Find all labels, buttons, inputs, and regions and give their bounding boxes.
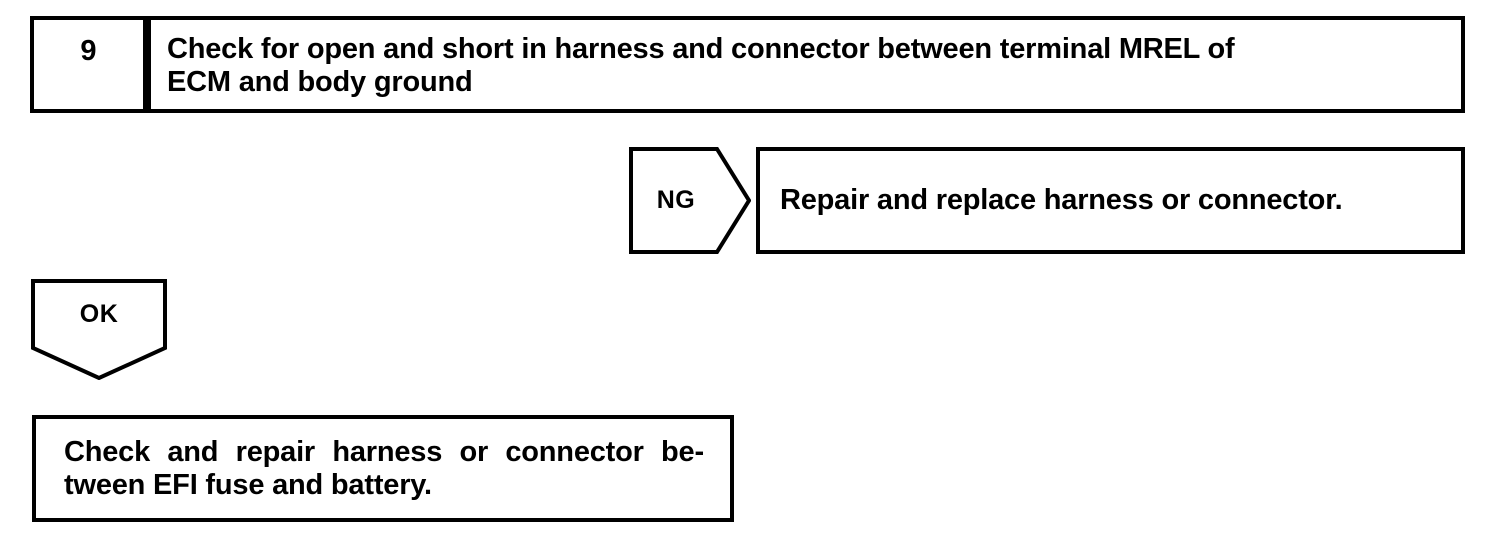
ng-branch-arrow: NG	[629, 147, 751, 254]
step-number-cell: 9	[30, 16, 147, 113]
ok-result-word: Check	[64, 435, 151, 468]
ok-result-box: Check and repair harness or connector be…	[32, 415, 734, 522]
step-number: 9	[80, 35, 97, 67]
ok-result-word: or	[459, 435, 489, 468]
ok-result-word: harness	[332, 435, 443, 468]
ok-result-line-2: tween EFI fuse and battery.	[64, 468, 432, 501]
ok-branch-arrow: OK	[31, 279, 167, 380]
step-instruction-cell: Check for open and short in harness and …	[147, 16, 1465, 113]
ok-branch-label: OK	[79, 299, 119, 328]
ng-branch-label: NG	[656, 186, 696, 214]
ok-result-line-1: Check and repair harness or connector be…	[64, 436, 704, 469]
ok-result-word: be-	[661, 435, 704, 468]
ok-result-word: and	[167, 435, 219, 468]
ok-result-text: Check and repair harness or connector be…	[64, 436, 704, 502]
ng-result-box: Repair and replace harness or connector.	[756, 147, 1465, 254]
ng-result-text: Repair and replace harness or connector.	[780, 184, 1343, 216]
step-row: 9 Check for open and short in harness an…	[30, 16, 1465, 113]
step-instruction-line-2: ECM and body ground	[167, 66, 473, 98]
step-instruction-line-1: Check for open and short in harness and …	[167, 33, 1235, 65]
ok-result-word: repair	[235, 435, 316, 468]
ok-result-word: connector	[505, 435, 644, 468]
